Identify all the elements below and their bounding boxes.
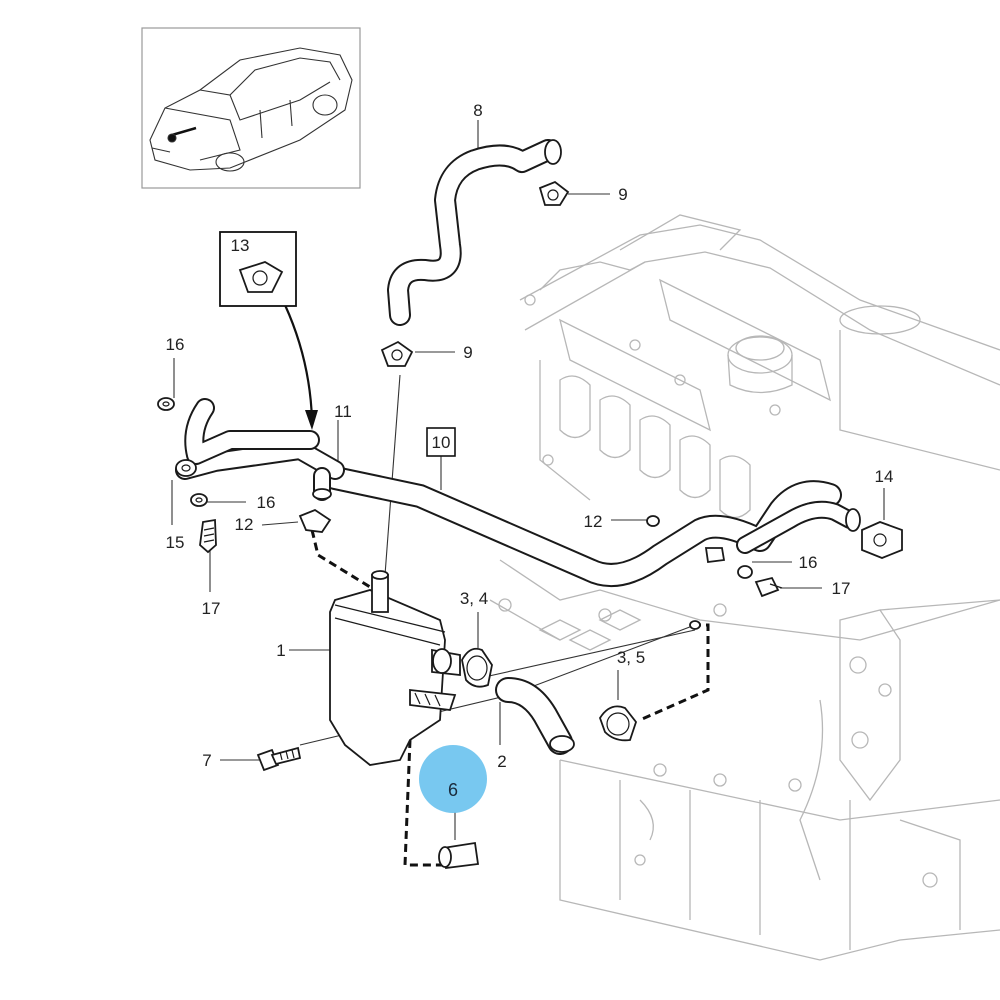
callout-16-right: 16	[799, 553, 818, 572]
hardware-parts	[157, 180, 903, 870]
callout-7: 7	[202, 751, 211, 770]
callout-3-4: 3, 4	[460, 589, 488, 608]
callout-8: 8	[473, 101, 482, 120]
hose-11	[175, 398, 345, 501]
hose-10	[323, 466, 861, 587]
callout-13: 13	[231, 236, 250, 255]
callout-12-left: 12	[235, 515, 254, 534]
callout-17-left: 17	[202, 599, 221, 618]
engine-block-illustration	[489, 214, 1000, 961]
callout-12-right: 12	[584, 512, 603, 531]
car-overview-inset	[141, 27, 361, 189]
oil-separator-part-1	[329, 570, 461, 766]
callout-9-mid: 9	[463, 343, 472, 362]
leader-lines	[171, 120, 885, 840]
callout-6: 6	[448, 780, 458, 800]
hose-2	[495, 677, 575, 755]
callout-14: 14	[875, 467, 894, 486]
callout-2: 2	[497, 752, 506, 771]
callout-10: 10	[432, 433, 451, 452]
callout-1: 1	[276, 641, 285, 660]
callout-labels: 8 9 9 10 11 12 12 13 14 15 16 16 16 17 1…	[166, 101, 894, 800]
highlight-circle	[419, 745, 487, 813]
callout-15: 15	[166, 533, 185, 552]
callout-9-top: 9	[618, 185, 627, 204]
callout-3-5: 3, 5	[617, 648, 645, 667]
callout-16-top: 16	[166, 335, 185, 354]
callout-17-right: 17	[832, 579, 851, 598]
callout-16-mid: 16	[257, 493, 276, 512]
hose-8	[387, 139, 562, 326]
callout-11: 11	[334, 402, 352, 421]
car-overview-icon	[149, 47, 353, 172]
